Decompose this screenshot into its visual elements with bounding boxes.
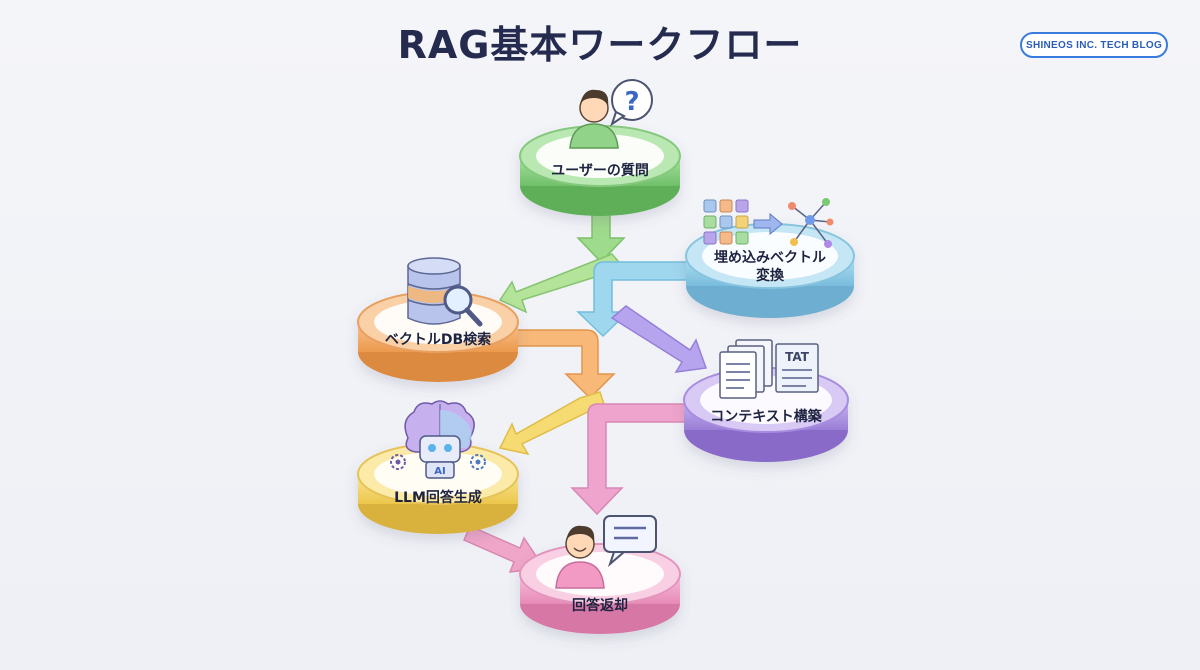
arrow-search-to-generate xyxy=(498,329,616,456)
user-chat-icon xyxy=(555,515,657,589)
vector-grid-network-icon xyxy=(703,198,834,248)
ai-chip-text: AI xyxy=(434,466,445,477)
node-embedding xyxy=(685,223,855,318)
svg-text:?: ? xyxy=(624,87,639,117)
node-context-label: コンテキスト構築 xyxy=(710,408,823,425)
node-answer-return xyxy=(519,543,681,634)
doc-tat-text: TAT xyxy=(785,350,810,364)
node-question-label: ユーザーの質問 xyxy=(551,162,649,179)
ai-robot-brain-icon: AI xyxy=(390,400,486,479)
user-question-icon: ? xyxy=(569,79,653,149)
node-generate-label: LLM回答生成 xyxy=(394,489,482,506)
page-title: RAG基本ワークフロー xyxy=(397,23,803,67)
node-vector-search xyxy=(357,291,519,382)
database-search-icon xyxy=(407,257,483,327)
arrow-context-to-answer xyxy=(570,403,697,516)
node-embedding-label-1: 埋め込みベクトル xyxy=(714,249,826,266)
node-llm-generate xyxy=(357,443,519,534)
documents-icon: TAT xyxy=(719,339,819,399)
arrow-embedding-to-context xyxy=(576,261,708,373)
node-search-label: ベクトルDB検索 xyxy=(385,331,491,348)
node-user-question xyxy=(519,125,681,216)
node-embedding-label-2: 変換 xyxy=(756,267,785,284)
blog-badge: SHINEOS INC. TECH BLOG xyxy=(1020,32,1168,58)
node-answer-label: 回答返却 xyxy=(572,597,628,614)
